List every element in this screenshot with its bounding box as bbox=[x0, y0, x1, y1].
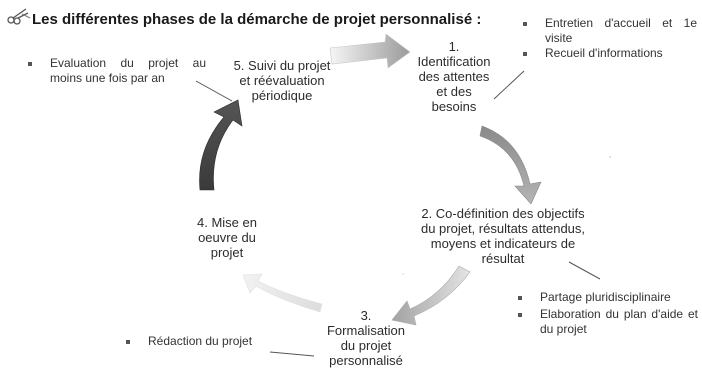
phase-2-line-1: 2. Co-définition des objectifs bbox=[421, 206, 585, 221]
phase-2-line-2: du projet, résultats attendus, bbox=[420, 221, 586, 236]
note-top-right-item-1: Entretien d'accueil et 1e visite bbox=[521, 16, 697, 46]
page-title: Les différentes phases de la démarche de… bbox=[32, 11, 482, 28]
note-bottom-left: Rédaction du projet bbox=[124, 334, 284, 349]
phase-5-line-3: périodique bbox=[251, 88, 313, 103]
leader-line-bottom-right bbox=[568, 261, 601, 280]
phase-3-number: 3. bbox=[360, 308, 372, 323]
leader-line-top-right bbox=[493, 70, 525, 100]
phase-1-line-4: besoins bbox=[431, 99, 477, 114]
phase-5-line-1: 5. Suivi du projet bbox=[233, 58, 331, 73]
note-top-right: Entretien d'accueil et 1e visite Recueil… bbox=[521, 16, 697, 61]
phase-1-line-1: Identification bbox=[417, 54, 491, 69]
note-top-right-item-2: Recueil d'informations bbox=[521, 46, 697, 61]
note-bottom-right: Partage pluridisciplinaire Elaboration d… bbox=[516, 290, 698, 337]
scissors-icon bbox=[7, 8, 31, 25]
phase-3-line-3: personnalisé bbox=[329, 353, 403, 368]
phase-1-label: 1. Identification des attentes et des be… bbox=[398, 39, 510, 114]
note-bottom-left-item-1: Rédaction du projet bbox=[124, 334, 284, 349]
phase-5-line-2: et réévaluation bbox=[239, 73, 325, 88]
leader-line-top-left bbox=[195, 80, 233, 102]
phase-5-label: 5. Suivi du projet et réévaluation pério… bbox=[222, 58, 342, 103]
arrow-4-to-5 bbox=[199, 99, 243, 191]
phase-3-label: 3. Formalisation du projet personnalisé bbox=[313, 308, 419, 368]
phase-4-label: 4. Mise en oeuvre du projet bbox=[182, 215, 272, 260]
arrow-5-to-1 bbox=[329, 33, 411, 69]
phase-2-label: 2. Co-définition des objectifs du projet… bbox=[408, 206, 598, 266]
note-top-left-item-1: Evaluation du projet au moins une fois p… bbox=[26, 56, 206, 86]
arrow-1-to-2 bbox=[479, 125, 542, 205]
note-top-left: Evaluation du projet au moins une fois p… bbox=[26, 56, 206, 86]
phase-4-line-3: projet bbox=[210, 245, 244, 260]
phase-3-line-2: du projet bbox=[340, 338, 392, 353]
phase-1-line-3: et des bbox=[436, 84, 472, 99]
arrow-3-to-4 bbox=[242, 273, 323, 313]
phase-2-line-3: moyens et indicateurs de bbox=[430, 236, 576, 251]
phase-1-number: 1. bbox=[448, 39, 460, 54]
phase-2-line-4: résultat bbox=[481, 251, 525, 266]
note-bottom-right-item-2: Elaboration du plan d'aide et du projet bbox=[516, 307, 698, 337]
leader-line-bottom-left bbox=[269, 351, 315, 357]
phase-4-line-1: 4. Mise en bbox=[197, 215, 257, 230]
note-bottom-right-item-1: Partage pluridisciplinaire bbox=[516, 290, 698, 305]
phase-4-line-2: oeuvre du bbox=[198, 230, 256, 245]
phase-3-line-1: Formalisation bbox=[326, 323, 406, 338]
arrow-2-to-3 bbox=[391, 265, 471, 326]
phase-1-line-2: des attentes bbox=[418, 69, 490, 84]
